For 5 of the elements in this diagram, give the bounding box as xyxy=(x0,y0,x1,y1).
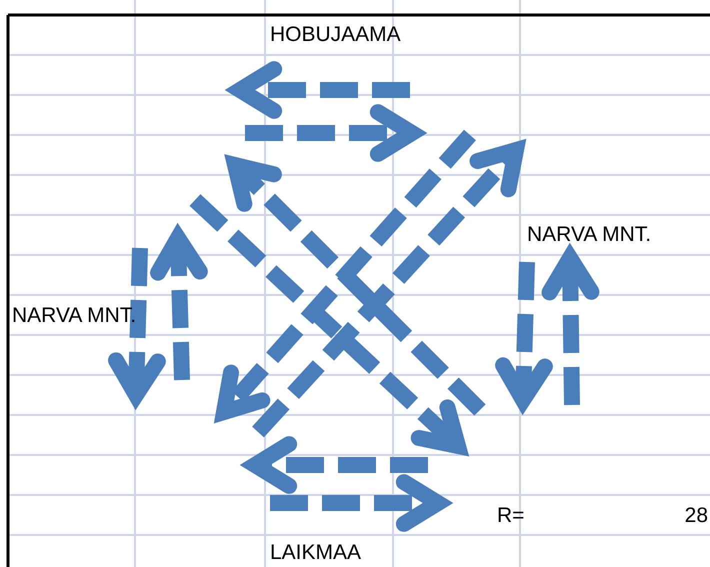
cell-text: HOBUJAAMA xyxy=(270,24,401,45)
cell-text: LAIKMAA xyxy=(270,542,362,563)
cell-text: NARVA MNT. xyxy=(527,224,652,245)
cell-text: 28 xyxy=(684,505,708,526)
cell-text: R= xyxy=(497,505,524,526)
